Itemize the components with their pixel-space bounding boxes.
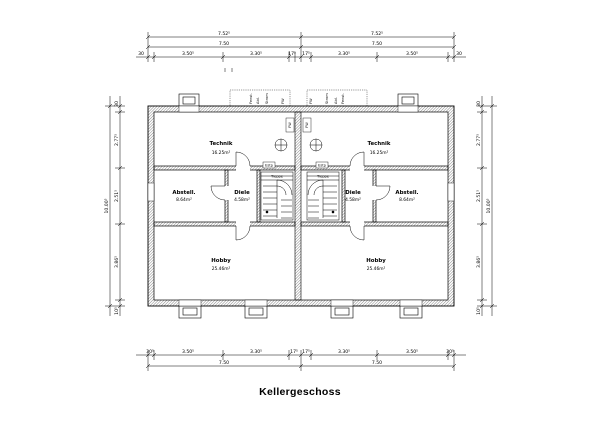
rooms-left: Technik 16.25m² Abstell. 8.64m² Diele 4.… xyxy=(172,141,250,272)
heating-symbols xyxy=(274,138,323,152)
dim-left-part: 3.86⁵ xyxy=(114,256,120,268)
dim-right-overall: 10.00⁵ xyxy=(486,198,492,213)
dim-left-part: 30 xyxy=(114,101,120,107)
room-name: Technik xyxy=(210,141,233,147)
room-name: Abstell. xyxy=(395,190,418,196)
dim-top-part: 3.30⁵ xyxy=(250,51,262,57)
dim-bottom-part: 30⁵ xyxy=(146,349,154,355)
shaft-right-4: Fenst. xyxy=(341,93,345,104)
room-area: 16.25m² xyxy=(370,150,389,156)
plan-caption: Kellergeschoss xyxy=(259,386,341,398)
room-area: 25.46m² xyxy=(367,266,386,272)
room-area: 4.58m² xyxy=(345,197,361,203)
staircase-left xyxy=(260,171,294,221)
dim-left-overall: 10.00⁵ xyxy=(104,198,110,213)
room-area: 8.64m² xyxy=(399,197,415,203)
dim-top-inner-right: 7.50 xyxy=(372,41,382,47)
dim-left-part: 2.77⁵ xyxy=(114,134,120,146)
door-openings xyxy=(224,165,377,227)
dim-right-part: 10⁵ xyxy=(476,307,482,315)
dimension-texts-bottom: 30⁵ 3.50⁵ 3.30⁵ 17⁵ 17⁵ 3.30⁵ 3.50⁵ 30⁵ … xyxy=(146,349,454,366)
dim-top-overall-right: 7.52⁵ xyxy=(371,31,383,37)
fw-box-right-label: FW xyxy=(305,122,309,128)
dim-right-part: 3.86⁵ xyxy=(476,256,482,268)
stair-tag-left: Estp xyxy=(265,164,274,168)
dim-bottom-part: 3.50⁵ xyxy=(182,349,194,355)
shaft-left-3: Strom xyxy=(265,93,269,104)
fw-boxes: FW FW xyxy=(285,117,312,133)
shaft-right-3: Abl. xyxy=(334,97,338,104)
room-area: 16.25m² xyxy=(212,150,231,156)
dimension-texts-top: 7.52⁵ 7.52⁵ 7.50 7.50 30 3.50⁵ 3.30⁵ 17⁵… xyxy=(138,31,462,57)
room-name: Hobby xyxy=(211,258,231,264)
dim-bottom-part: 17⁵ xyxy=(302,349,310,355)
dimension-lines-top xyxy=(136,32,466,72)
dim-top-part: 3.30⁵ xyxy=(338,51,350,57)
dim-top-part: 17⁵ xyxy=(302,51,310,57)
shaft-right-1: FW xyxy=(309,98,313,104)
room-name: Technik xyxy=(368,141,391,147)
dim-top-overall-left: 7.52⁵ xyxy=(218,31,230,37)
dim-left-part: 10⁵ xyxy=(114,307,120,315)
dim-bottom-part: 3.30⁵ xyxy=(338,349,350,355)
dim-top-part: 17⁵ xyxy=(288,51,296,57)
dim-bottom-part: 30⁵ xyxy=(446,349,454,355)
shaft-left-2: Abl. xyxy=(256,97,260,104)
rooms-right: Technik 16.25m² Abstell. 8.64m² Diele 4.… xyxy=(345,141,419,272)
room-name: Diele xyxy=(234,190,250,196)
dimension-lines-bottom xyxy=(136,350,466,371)
dimension-lines-right xyxy=(477,96,497,316)
shaft-labels: Fenst. Abl. Strom FW FW Strom Abl. Fenst… xyxy=(249,93,345,104)
staircase-right xyxy=(306,171,340,221)
dim-bottom-part: 3.50⁵ xyxy=(406,349,418,355)
light-wells-top xyxy=(178,93,419,107)
dim-top-inner-left: 7.50 xyxy=(219,41,229,47)
party-wall xyxy=(294,111,302,301)
dim-left-part: 2.51⁵ xyxy=(114,190,120,202)
shaft-boxes xyxy=(229,89,368,107)
door-swings xyxy=(210,151,391,241)
room-area: 8.64m² xyxy=(176,197,192,203)
dim-bottom-part: 17⁵ xyxy=(290,349,298,355)
fw-box-left-label: FW xyxy=(288,122,292,128)
dim-right-part: 2.51⁵ xyxy=(476,190,482,202)
room-name: Diele xyxy=(345,190,361,196)
room-area: 25.46m² xyxy=(212,266,231,272)
room-name: Hobby xyxy=(366,258,386,264)
shaft-right-2: Strom xyxy=(325,93,329,104)
room-name: Abstell. xyxy=(172,190,195,196)
stair-label-left: Treppe xyxy=(270,175,284,179)
dim-bottom-inner-right: 7.50 xyxy=(372,360,382,366)
shaft-left-4: FW xyxy=(281,98,285,104)
window-openings xyxy=(147,105,455,307)
dim-right-part: 2.77⁵ xyxy=(476,134,482,146)
shaft-left-1: Fenst. xyxy=(249,93,253,104)
light-wells-bottom xyxy=(178,305,423,319)
dim-top-part: 30 xyxy=(138,51,144,57)
dim-top-part: 3.50⁵ xyxy=(182,51,194,57)
dim-right-part: 30 xyxy=(476,101,482,107)
room-area: 4.58m² xyxy=(234,197,250,203)
stair-tag-right: Estp xyxy=(318,164,327,168)
dimension-texts-right: 10.00⁵ 30 2.77⁵ 2.51⁵ 3.86⁵ 10⁵ xyxy=(476,101,492,315)
dim-top-part: 30 xyxy=(456,51,462,57)
dim-bottom-inner-left: 7.50 xyxy=(219,360,229,366)
stair-label-right: Treppe xyxy=(316,175,330,179)
dimension-lines-left xyxy=(105,96,125,316)
dim-bottom-part: 3.30⁵ xyxy=(250,349,262,355)
dimension-texts-left: 10.00⁵ 30 2.77⁵ 2.51⁵ 3.86⁵ 10⁵ xyxy=(104,101,120,315)
dim-top-part: 3.50⁵ xyxy=(406,51,418,57)
